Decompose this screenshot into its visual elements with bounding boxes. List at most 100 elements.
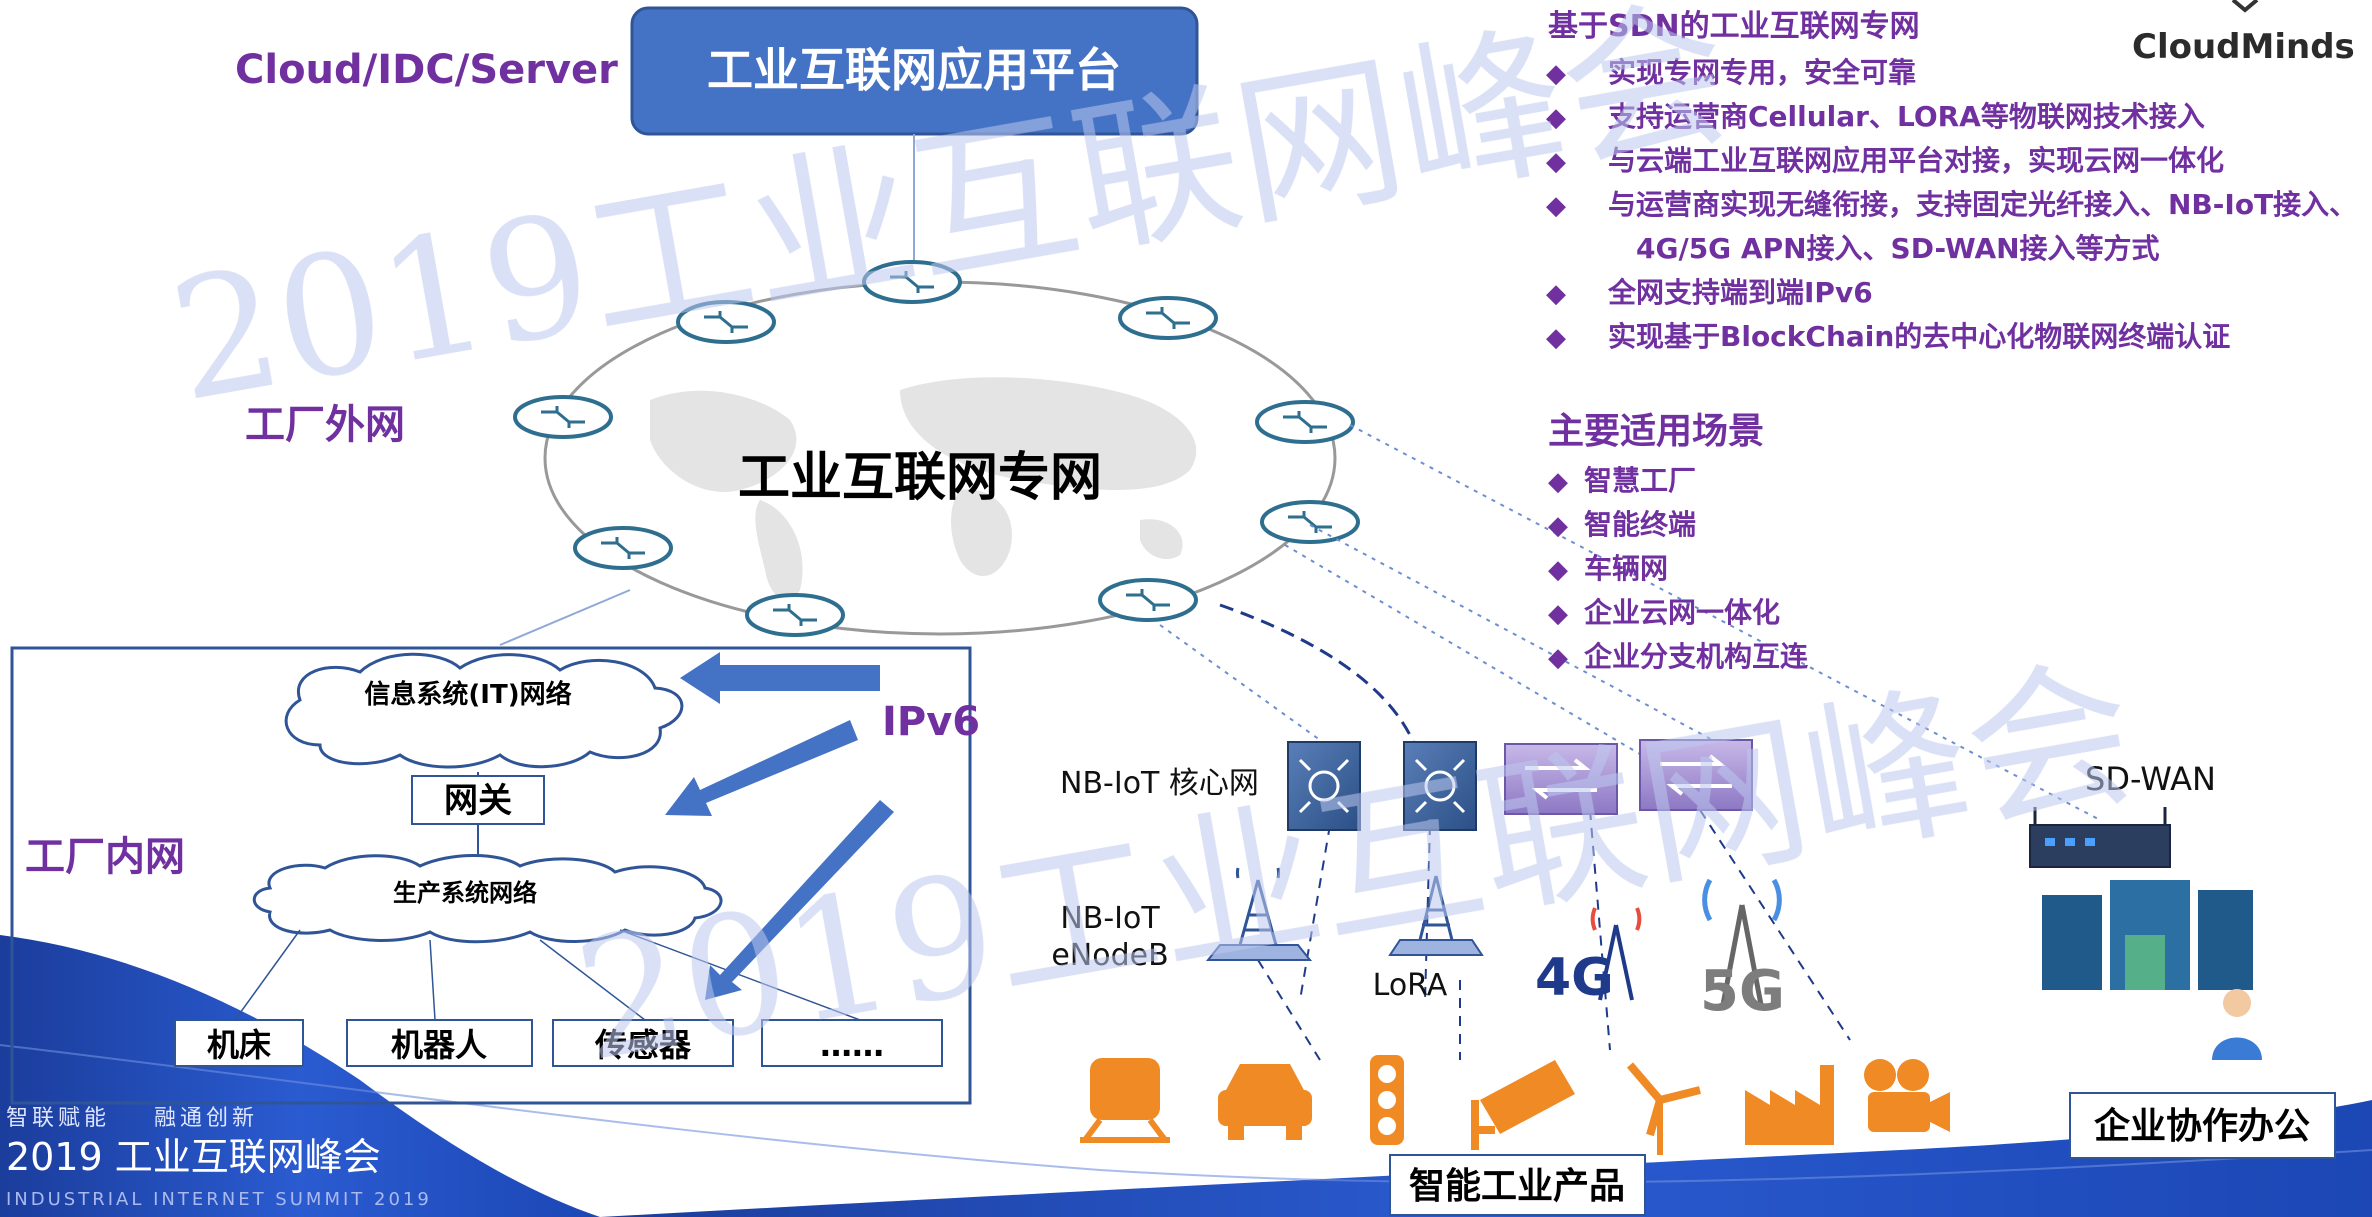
feature-item: 全网支持端到端IPv6 bbox=[1607, 276, 1873, 309]
lora-core-device bbox=[1403, 741, 1477, 831]
device-links bbox=[234, 929, 861, 1021]
sdwan-label: SD-WAN bbox=[2085, 760, 2216, 798]
footer-event-en: INDUSTRIAL INTERNET SUMMIT 2019 bbox=[6, 1189, 432, 1210]
scenarios-list: ◆ 智慧工厂 ◆ 智能终端 ◆ 车辆网 ◆ 企业云网一体化 ◆ 企业分支机构互连 bbox=[1548, 464, 1809, 673]
diamond-bullet-icon: ◆ bbox=[1548, 643, 1568, 673]
feature-item: 4G/5G APN接入、SD-WAN接入等方式 bbox=[1636, 232, 2160, 265]
office-buildings-icon bbox=[2042, 880, 2253, 990]
scenario-item: 智能终端 bbox=[1584, 508, 1696, 541]
5g-tower-icon: 5G bbox=[1700, 878, 1785, 1024]
footer-wave bbox=[0, 935, 2372, 1217]
device-label: …… bbox=[820, 1026, 884, 1064]
router-icon bbox=[862, 260, 962, 304]
device-label: 机床 bbox=[207, 1026, 271, 1064]
lora-label: LoRA bbox=[1373, 968, 1448, 1003]
device-box bbox=[761, 1019, 943, 1067]
gateway-box bbox=[411, 775, 545, 825]
diamond-bullet-icon: ◆ bbox=[1546, 279, 1566, 309]
video-camera-icon bbox=[1864, 1059, 1950, 1132]
footer-event: 2019 工业互联网峰会 bbox=[6, 1135, 381, 1179]
ipv6-label: IPv6 bbox=[882, 699, 980, 745]
train-icon bbox=[1080, 1058, 1170, 1143]
it-network-cloud bbox=[284, 652, 684, 769]
smart-products-icons bbox=[1080, 1055, 1950, 1155]
cloudminds-logo-text: CloudMinds bbox=[2132, 27, 2355, 67]
diamond-bullet-icon: ◆ bbox=[1548, 555, 1568, 585]
nbiot-core-label: NB-IoT 核心网 bbox=[1060, 766, 1259, 801]
production-network-cloud bbox=[252, 854, 723, 944]
router-icon bbox=[1118, 296, 1218, 340]
nbiot-enodeb-label: eNodeB bbox=[1051, 938, 1168, 973]
feature-item: 实现基于BlockChain的去中心化物联网终端认证 bbox=[1608, 320, 2230, 353]
lora-tower-icon bbox=[1388, 875, 1484, 956]
scenario-item: 企业云网一体化 bbox=[1584, 596, 1780, 629]
smart-products-box bbox=[1389, 1154, 1646, 1216]
camera-icon bbox=[1471, 1060, 1575, 1150]
device-box bbox=[346, 1019, 533, 1067]
4g-tower-icon: 4G bbox=[1535, 907, 1642, 1008]
scenario-item: 智慧工厂 bbox=[1584, 464, 1696, 497]
world-map bbox=[650, 377, 1197, 601]
arrow-left-icon bbox=[680, 652, 880, 704]
switch-5g bbox=[1639, 739, 1753, 811]
feature-item: 与运营商实现无缝衔接，支持固定光纤接入、NB-IoT接入、 bbox=[1608, 188, 2357, 221]
diamond-bullet-icon: ◆ bbox=[1546, 147, 1566, 177]
gateway-label: 网关 bbox=[444, 781, 512, 821]
router-icon bbox=[745, 593, 845, 637]
it-network-label: 信息系统(IT)网络 bbox=[364, 679, 571, 710]
scenarios-title: 主要适用场景 bbox=[1548, 411, 1764, 452]
scenario-item: 企业分支机构互连 bbox=[1584, 640, 1809, 673]
nbiot-enodeb-label-group: NB-IoT eNodeB bbox=[1051, 901, 1168, 973]
diamond-bullet-icon: ◆ bbox=[1546, 59, 1566, 89]
sdwan-router-icon bbox=[2029, 807, 2171, 868]
car-icon bbox=[1218, 1064, 1312, 1140]
factory-box bbox=[10, 646, 972, 1105]
user-person-icon bbox=[2212, 989, 2262, 1060]
enterprise-office-label: 企业协作办公 bbox=[2094, 1105, 2310, 1147]
arrow-down-icon bbox=[705, 800, 894, 1000]
traffic-light-icon bbox=[1370, 1055, 1404, 1145]
platform-title: 工业互联网应用平台 bbox=[707, 43, 1121, 97]
diamond-bullet-icon: ◆ bbox=[1548, 599, 1568, 629]
diamond-bullet-icon: ◆ bbox=[1546, 323, 1566, 353]
production-network-label: 生产系统网络 bbox=[393, 879, 537, 907]
device-label: 传感器 bbox=[594, 1026, 692, 1064]
smart-products-label: 智能工业产品 bbox=[1409, 1166, 1625, 1207]
feature-item: 实现专网专用，安全可靠 bbox=[1608, 56, 1916, 89]
router-icon bbox=[1098, 578, 1198, 622]
router-icon bbox=[676, 300, 776, 344]
diamond-bullet-icon: ◆ bbox=[1548, 511, 1568, 541]
access-links bbox=[499, 424, 2101, 1061]
feature-item: 支持运营商Cellular、LORA等物联网技术接入 bbox=[1608, 100, 2205, 133]
footer-slogan: 智联赋能 融通创新 bbox=[6, 1106, 258, 1131]
cloudminds-logo: CloudMinds bbox=[2132, 0, 2355, 67]
factory-icon bbox=[1745, 1065, 1834, 1145]
watermark-text: 2019工业互联网峰会 bbox=[563, 636, 2147, 1099]
device-label: 机器人 bbox=[391, 1026, 487, 1064]
feature-item: 与云端工业互联网应用平台对接，实现云网一体化 bbox=[1608, 144, 2224, 177]
device-box bbox=[174, 1019, 304, 1067]
features-title: 基于SDN的工业互联网专网 bbox=[1548, 9, 1920, 44]
nbiot-enodeb-label: NB-IoT bbox=[1060, 901, 1160, 936]
nbiot-tower-icon bbox=[1205, 867, 1313, 961]
router-icon bbox=[573, 526, 673, 570]
ipv6-arrows bbox=[665, 652, 894, 1000]
router-icon bbox=[1255, 400, 1355, 444]
enterprise-office-box bbox=[2069, 1092, 2336, 1159]
wind-turbine-icon bbox=[1626, 1062, 1701, 1155]
core-network-title: 工业互联网专网 bbox=[738, 448, 1102, 508]
svg-text:5G: 5G bbox=[1700, 959, 1785, 1024]
router-group bbox=[513, 260, 1360, 637]
diamond-bullet-icon: ◆ bbox=[1546, 103, 1566, 133]
outer-network-label: 工厂外网 bbox=[245, 402, 405, 448]
router-icon bbox=[1260, 500, 1360, 544]
nbiot-core-device bbox=[1287, 741, 1361, 831]
diamond-bullet-icon: ◆ bbox=[1548, 467, 1568, 497]
switch-4g bbox=[1504, 743, 1618, 815]
diamond-bullet-icon: ◆ bbox=[1546, 191, 1566, 221]
arrow-down-left-icon bbox=[665, 720, 858, 816]
features-list: ◆ 实现专网专用，安全可靠 ◆ 支持运营商Cellular、LORA等物联网技术接入 ◆… bbox=[1546, 56, 2357, 353]
scenario-item: 车辆网 bbox=[1584, 552, 1668, 585]
router-icon bbox=[513, 395, 613, 439]
